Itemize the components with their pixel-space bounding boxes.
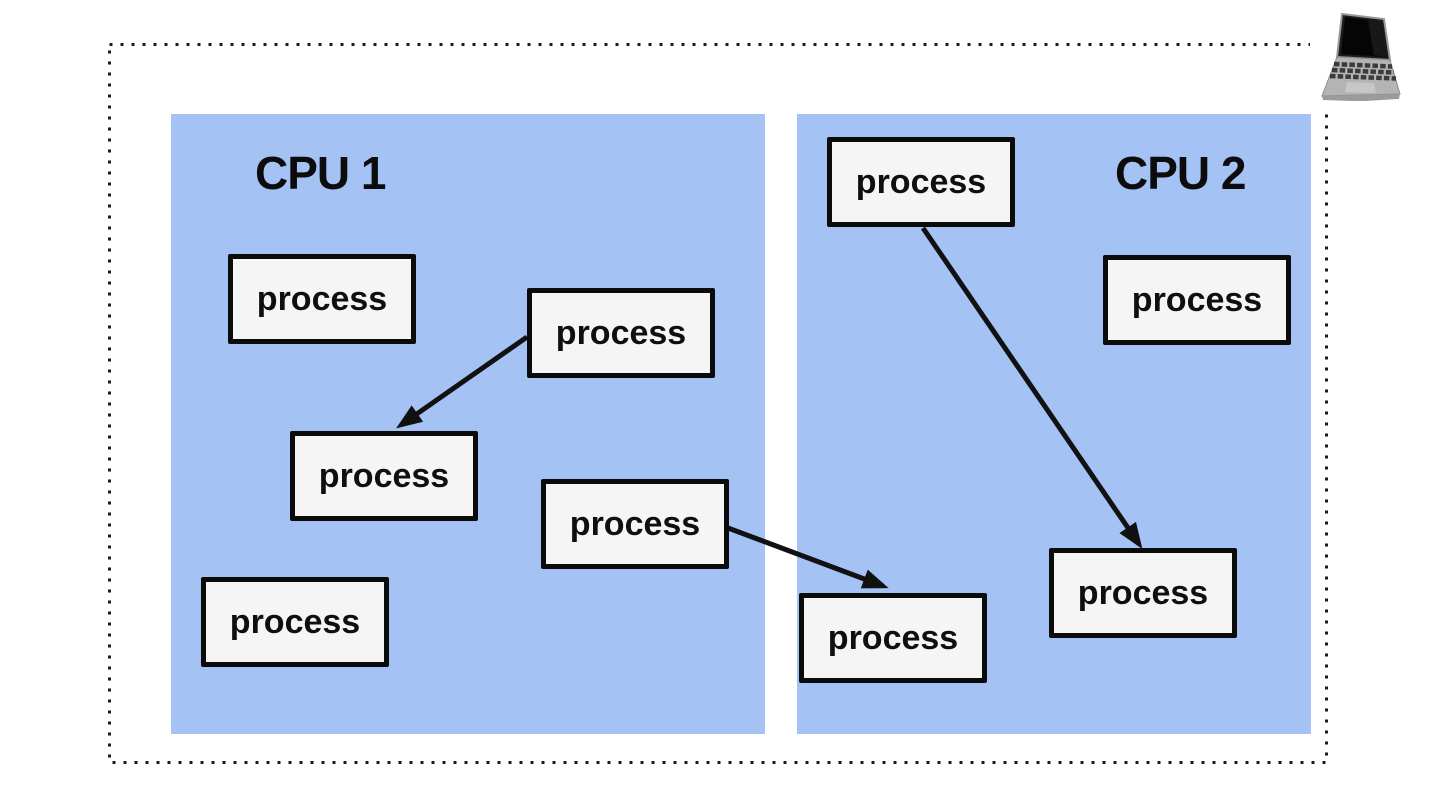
cpu1-process-3: process	[290, 431, 478, 521]
cpu2-title: CPU 2	[1115, 147, 1246, 199]
arrow-cpu2-process1-to-process4	[920, 226, 1143, 549]
cpu1-process-4: process	[541, 479, 729, 569]
cpu1-process-5: process	[201, 577, 389, 667]
arrow-cpu1-process4-to-cpu2-process3	[727, 525, 889, 589]
dotted-border	[108, 43, 1328, 764]
cpu1-process-2: process	[527, 288, 715, 378]
cpu2-process-1: process	[827, 137, 1015, 227]
cpu1-region: CPU 1	[171, 114, 765, 734]
cpu1-process-1: process	[228, 254, 416, 344]
arrow-cpu1-process2-to-process3	[396, 334, 529, 429]
cpu2-process-2: process	[1103, 255, 1291, 345]
laptop-icon	[1310, 8, 1410, 108]
cpu1-title: CPU 1	[255, 147, 386, 199]
cpu2-process-4: process	[1049, 548, 1237, 638]
cpu2-process-3: process	[799, 593, 987, 683]
